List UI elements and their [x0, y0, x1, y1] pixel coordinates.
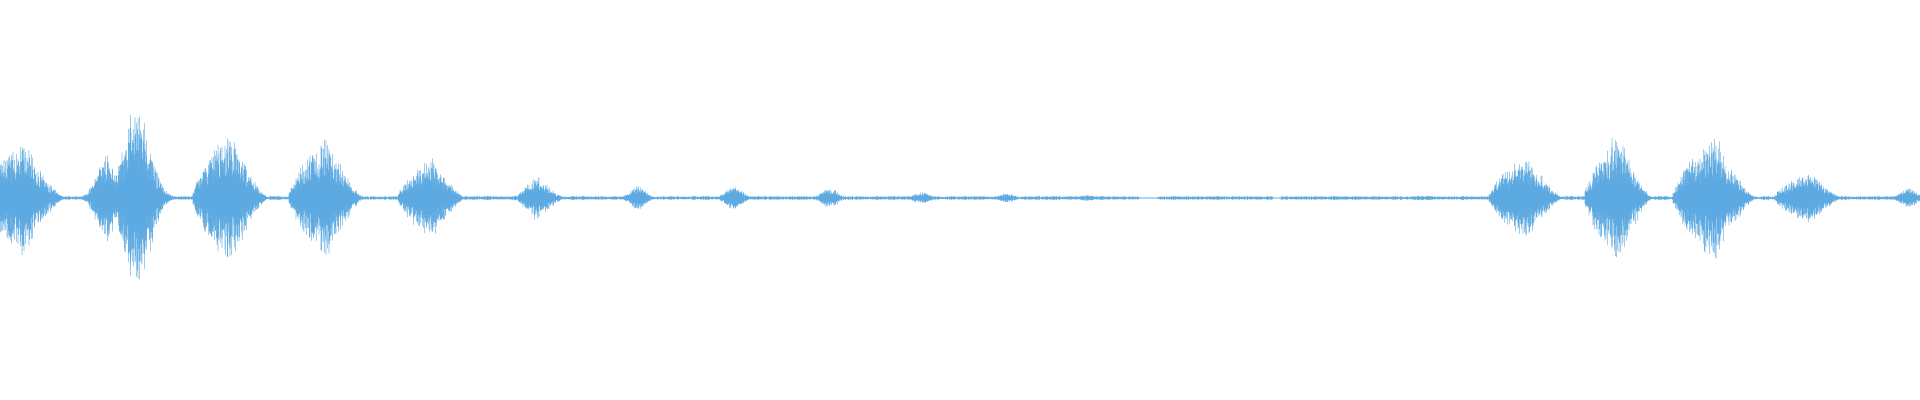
waveform-path: [0, 114, 1920, 280]
waveform-samples: [0, 114, 1920, 280]
